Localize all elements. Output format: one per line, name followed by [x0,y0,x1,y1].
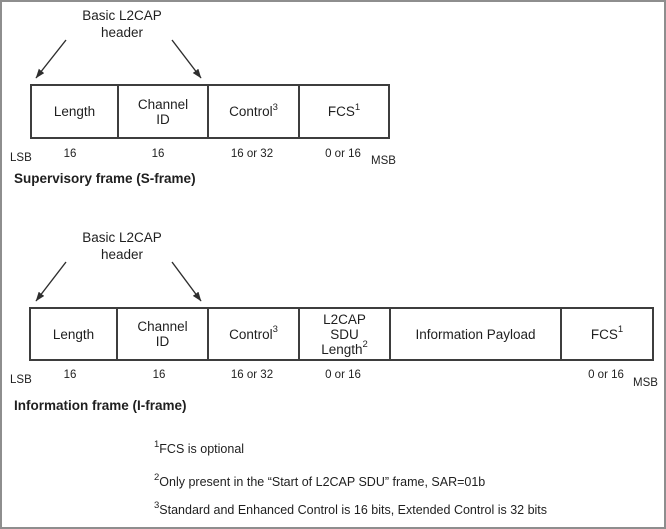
cell-label: Control [229,104,273,119]
i-frame-basic-l2cap-header-callout: Basic L2CAP header [52,229,192,263]
cell-label: ID [156,111,170,127]
cell-label: Channel [137,96,189,112]
footnote-text: Standard and Enhanced Control is 16 bits… [159,503,548,517]
s-frame-bits-control: 16 or 32 [230,148,274,160]
cell-label: FCS [590,326,618,342]
footnote-fcs-optional: 1FCS is optional [154,438,245,456]
s-frame-bits-fcs: 0 or 16 [325,148,361,160]
i-frame-title: Information frame (I-frame) [14,398,187,413]
s-frame-callout-arrow-left [35,39,67,79]
cell-footnote-ref: 3 [272,101,278,113]
footnote-text: FCS is optional [159,442,245,456]
cell-label: SDU [330,326,359,342]
s-frame-cell-channel-id: Channel ID [117,86,207,137]
callout-line1: Basic L2CAP [82,230,162,245]
s-frame-bits-length: 16 [63,148,77,160]
cell-footnote-ref: 3 [272,324,278,335]
footnote-control-size: 3Standard and Enhanced Control is 16 bit… [154,499,548,517]
s-frame-cell-control: Control3 [207,86,298,137]
cell-label: L2CAP [323,311,366,327]
callout-line2: header [100,25,144,40]
cell-label: Length [52,326,95,342]
s-frame-box: Length Channel ID Control3 FCS1 [30,84,390,139]
i-frame-bits-channel-id: 16 [152,369,166,381]
cell-label: Control [229,326,273,342]
i-frame-cell-information-payload: Information Payload [389,309,560,359]
footnote-marker: 3 [154,499,160,511]
s-frame-basic-l2cap-header-callout: Basic L2CAP header [52,7,192,41]
s-frame-title: Supervisory frame (S-frame) [14,171,196,186]
i-frame-cell-fcs: FCS1 [560,309,652,359]
s-frame-cell-fcs: FCS1 [298,86,388,137]
i-frame-bits-sdu-length: 0 or 16 [325,369,361,381]
callout-line2: header [100,247,144,262]
cell-label: Length [53,104,96,119]
i-frame-cell-channel-id: Channel ID [116,309,207,359]
i-frame-bits-length: 16 [63,369,77,381]
i-frame-bits-control: 16 or 32 [230,369,274,381]
i-frame-bits-fcs: 0 or 16 [588,369,624,381]
i-frame-cell-l2cap-sdu-length: L2CAP SDU Length2 [298,309,389,359]
footnote-marker: 1 [154,438,160,450]
s-frame-msb-label: MSB [371,155,396,167]
callout-line1: Basic L2CAP [82,8,162,23]
cell-label: Length [321,341,363,357]
i-frame-cell-control: Control3 [207,309,298,359]
i-frame-callout-arrow-left [35,261,67,302]
cell-label: FCS [327,104,355,119]
cell-footnote-ref: 1 [617,324,624,335]
cell-footnote-ref: 2 [362,339,368,350]
s-frame-callout-arrow-right [171,39,202,79]
i-frame-msb-label: MSB [633,377,658,389]
cell-label: ID [155,334,170,349]
i-frame-callout-arrow-right [171,261,202,302]
cell-label: Channel [137,319,188,334]
footnote-sdu-start: 2Only present in the “Start of L2CAP SDU… [154,471,486,489]
footnote-marker: 2 [154,471,160,483]
s-frame-bits-channel-id: 16 [151,148,165,160]
footnote-text: Only present in the “Start of L2CAP SDU”… [159,475,486,489]
s-frame-lsb-label: LSB [10,152,32,164]
s-frame-cell-length: Length [32,86,117,137]
i-frame-box: Length Channel ID Control3 L2CAP SDU Len… [29,307,654,361]
cell-footnote-ref: 1 [354,101,361,113]
cell-label: Information Payload [415,326,536,342]
i-frame-cell-length: Length [31,309,116,359]
i-frame-lsb-label: LSB [10,374,32,386]
